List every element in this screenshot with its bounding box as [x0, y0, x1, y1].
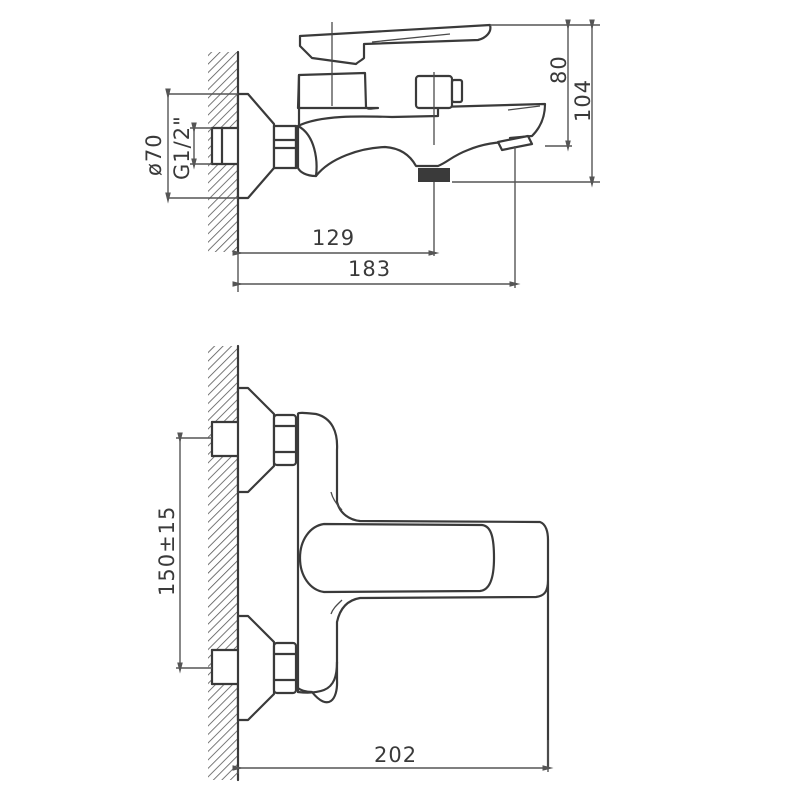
wall-flange-lower	[236, 614, 276, 722]
dim-label-flange-diameter: ø70	[142, 133, 166, 176]
side-view: ø70 G1/2" 80 104 129 183	[142, 19, 600, 292]
dim-label-thread: G1/2"	[170, 115, 194, 180]
dim-label-height-80: 80	[547, 55, 571, 84]
dim-label-183: 183	[348, 257, 391, 281]
threaded-outlet	[418, 168, 450, 182]
wall-hatch-bottom	[208, 344, 240, 782]
hex-nut-top	[272, 124, 298, 170]
dim-inlet-spacing: 150±15	[155, 432, 212, 674]
mixer-body-side	[296, 102, 547, 178]
cartridge-housing	[296, 71, 380, 110]
dim-label-height-104: 104	[571, 79, 595, 122]
dim-flange-diameter: ø70	[142, 88, 238, 204]
hex-nut-lower	[272, 641, 298, 695]
dim-depths-top: 129 183	[232, 146, 521, 292]
dim-label-129: 129	[312, 226, 355, 250]
wall-hatch-top	[208, 50, 240, 254]
dim-thread: G1/2"	[170, 115, 212, 180]
diverter-knob	[414, 72, 464, 145]
hex-nut-upper	[272, 413, 298, 467]
dim-label-150: 150±15	[155, 506, 179, 596]
plan-view: 150±15 202	[155, 344, 554, 782]
lever-handle-plan	[298, 522, 496, 594]
dim-label-202: 202	[374, 743, 417, 767]
wall-flange-upper	[236, 386, 276, 494]
wall-flange	[236, 92, 276, 200]
dim-overall-depth: 202	[232, 740, 554, 774]
lever-handle-side	[298, 23, 492, 66]
dim-heights: 80 104	[452, 19, 600, 188]
spout-aerator	[496, 134, 534, 152]
